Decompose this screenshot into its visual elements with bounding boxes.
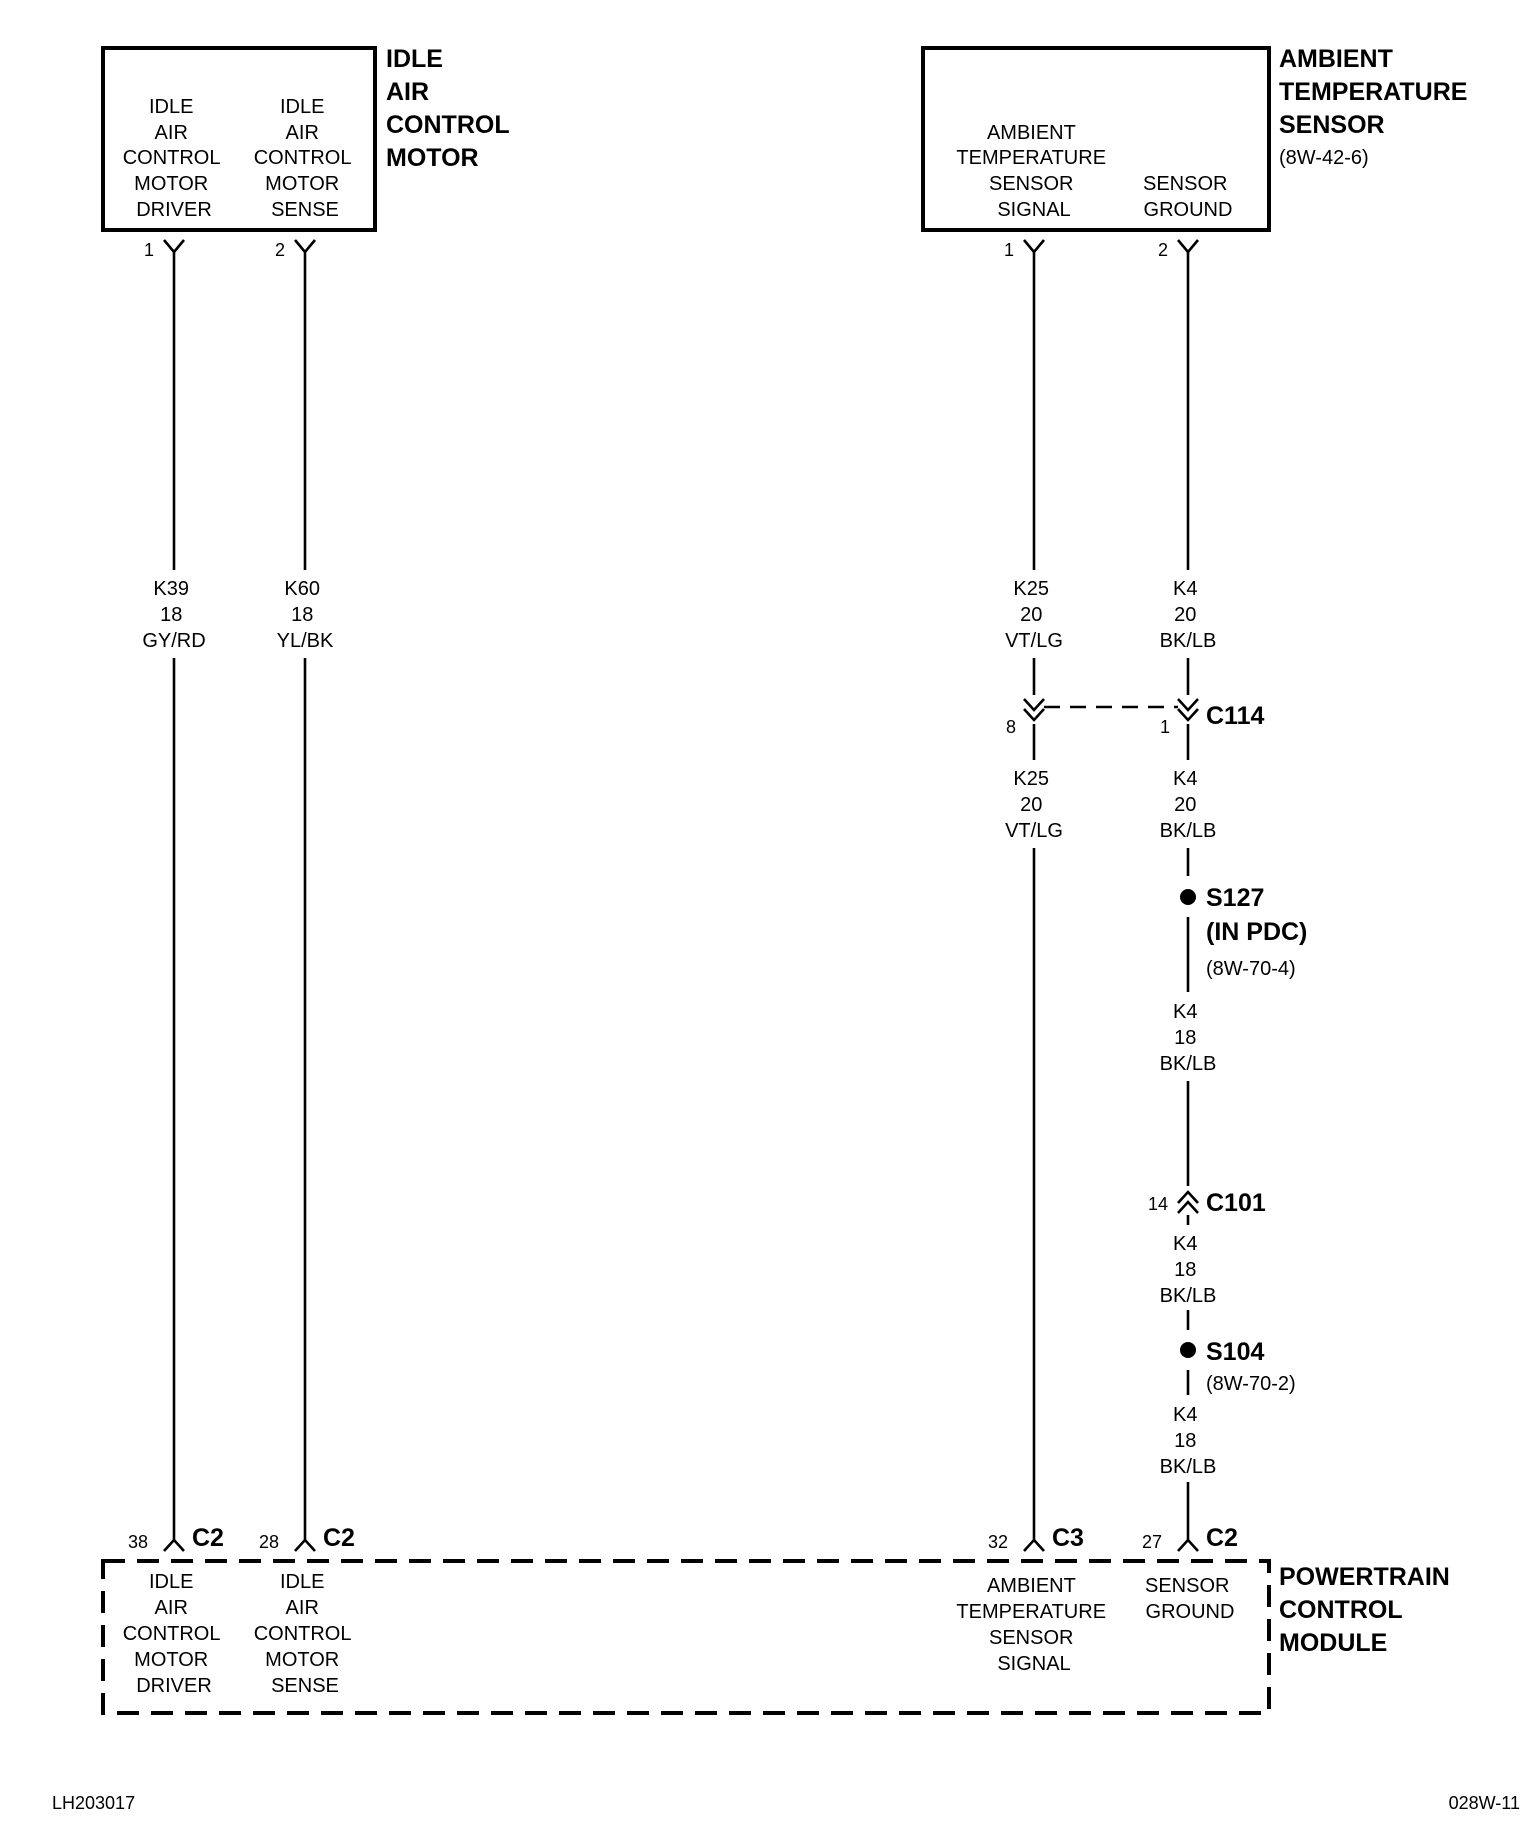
ambient-sensor-box <box>921 46 1271 232</box>
iac-motor-sense-label: IDLE AIR CONTROL MOTOR SENSE <box>254 96 357 221</box>
s104-splice-dot-icon <box>1180 1342 1196 1358</box>
pcm-iac-sense-label: IDLE AIR CONTROL MOTOR SENSE <box>254 1571 357 1697</box>
c114-label: C114 <box>1206 702 1264 730</box>
c114-k25-terminal-icon <box>1023 698 1045 722</box>
pcm-pin-27-terminal-icon <box>1177 1538 1199 1552</box>
ambient-sensor-pin-2-terminal-icon <box>1177 239 1199 255</box>
s127-note: (IN PDC) <box>1206 918 1307 946</box>
pcm-pin-32: 32 <box>988 1532 1008 1552</box>
wire-label-k39: K39 18 GY/RD <box>142 578 205 652</box>
iac-motor-pin-1-terminal-icon <box>163 239 185 255</box>
ambient-sensor-pin-1-terminal-icon <box>1023 239 1045 255</box>
s127-splice-dot-icon <box>1180 889 1196 905</box>
pcm-sensor-ground-label: SENSOR GROUND <box>1145 1575 1235 1623</box>
ambient-sensor-pin-2: 2 <box>1158 240 1168 260</box>
pcm-pin-32-connector: C3 <box>1052 1524 1084 1552</box>
s127-ref: (8W-70-4) <box>1206 958 1296 980</box>
c101-terminal-icon <box>1177 1190 1199 1214</box>
pcm-component: 38 28 32 27 C2 C2 C3 C2 IDLE AIR CONTROL… <box>101 1524 1457 1715</box>
iac-motor-title: IDLE AIR CONTROL MOTOR <box>386 45 516 172</box>
pcm-pin-27-connector: C2 <box>1206 1524 1238 1552</box>
iac-motor-pin-2: 2 <box>275 240 285 260</box>
wire-label-k60: K60 18 YL/BK <box>277 578 334 652</box>
pcm-pin-38-connector: C2 <box>192 1524 224 1552</box>
s104-ref: (8W-70-2) <box>1206 1373 1296 1395</box>
wire-label-k4-c: K4 18 BK/LB <box>1160 1001 1217 1075</box>
page-ref-right: 028W-11 <box>1449 1793 1520 1813</box>
iac-motor-driver-label: IDLE AIR CONTROL MOTOR DRIVER <box>123 96 226 221</box>
connector-c114: 8 1 C114 <box>1006 698 1264 737</box>
iac-motor-pin-1: 1 <box>144 240 154 260</box>
s104-label: S104 <box>1206 1338 1264 1366</box>
wire-label-k25-a: K25 20 VT/LG <box>1005 578 1063 652</box>
ambient-sensor-title: AMBIENT TEMPERATURE SENSOR <box>1279 45 1474 139</box>
pcm-pin-28-connector: C2 <box>323 1524 355 1552</box>
wire-label-k25-b: K25 20 VT/LG <box>1005 768 1063 842</box>
pcm-pin-28: 28 <box>259 1532 279 1552</box>
pcm-title: POWERTRAIN CONTROL MODULE <box>1279 1563 1457 1657</box>
s127-label: S127 <box>1206 884 1264 912</box>
c114-k4-terminal-icon <box>1177 698 1199 722</box>
pcm-pin-38-terminal-icon <box>163 1538 185 1552</box>
iac-motor-box <box>101 46 377 232</box>
pcm-dashed-box <box>101 1559 1271 1715</box>
figure-id-left: LH203017 <box>52 1793 135 1813</box>
c114-pin-8: 8 <box>1006 717 1016 737</box>
pcm-pin-27: 27 <box>1142 1532 1162 1552</box>
pcm-pin-38: 38 <box>128 1532 148 1552</box>
pcm-pin-28-terminal-icon <box>294 1538 316 1552</box>
iac-motor-component: IDLE AIR CONTROL MOTOR DRIVER IDLE AIR C… <box>101 45 516 260</box>
pcm-ambient-signal-label: AMBIENT TEMPERATURE SENSOR SIGNAL <box>956 1575 1111 1675</box>
splice-s127: S127 (IN PDC) (8W-70-4) <box>1180 884 1307 980</box>
ambient-sensor-component: AMBIENT TEMPERATURE SENSOR SIGNAL SENSOR… <box>921 45 1474 260</box>
ambient-sensor-ref: (8W-42-6) <box>1279 147 1369 169</box>
wire-label-k4-a: K4 20 BK/LB <box>1160 578 1217 652</box>
ambient-sensor-signal-label: AMBIENT TEMPERATURE SENSOR SIGNAL <box>956 122 1111 221</box>
connector-c101: 14 C101 <box>1148 1189 1266 1217</box>
c114-pin-1: 1 <box>1160 717 1170 737</box>
splice-s104: S104 (8W-70-2) <box>1180 1338 1296 1395</box>
wire-label-k4-d: K4 18 BK/LB <box>1160 1233 1217 1307</box>
c101-label: C101 <box>1206 1189 1266 1217</box>
pcm-iac-driver-label: IDLE AIR CONTROL MOTOR DRIVER <box>123 1571 226 1697</box>
pcm-pin-32-terminal-icon <box>1023 1538 1045 1552</box>
ambient-sensor-ground-label: SENSOR GROUND <box>1143 173 1233 221</box>
wire-lines <box>172 252 1190 1540</box>
ambient-sensor-pin-1: 1 <box>1004 240 1014 260</box>
wire-label-k4-e: K4 18 BK/LB <box>1160 1404 1217 1478</box>
wire-label-k4-b: K4 20 BK/LB <box>1160 768 1217 842</box>
c101-pin-14: 14 <box>1148 1194 1168 1214</box>
iac-motor-pin-2-terminal-icon <box>294 239 316 255</box>
